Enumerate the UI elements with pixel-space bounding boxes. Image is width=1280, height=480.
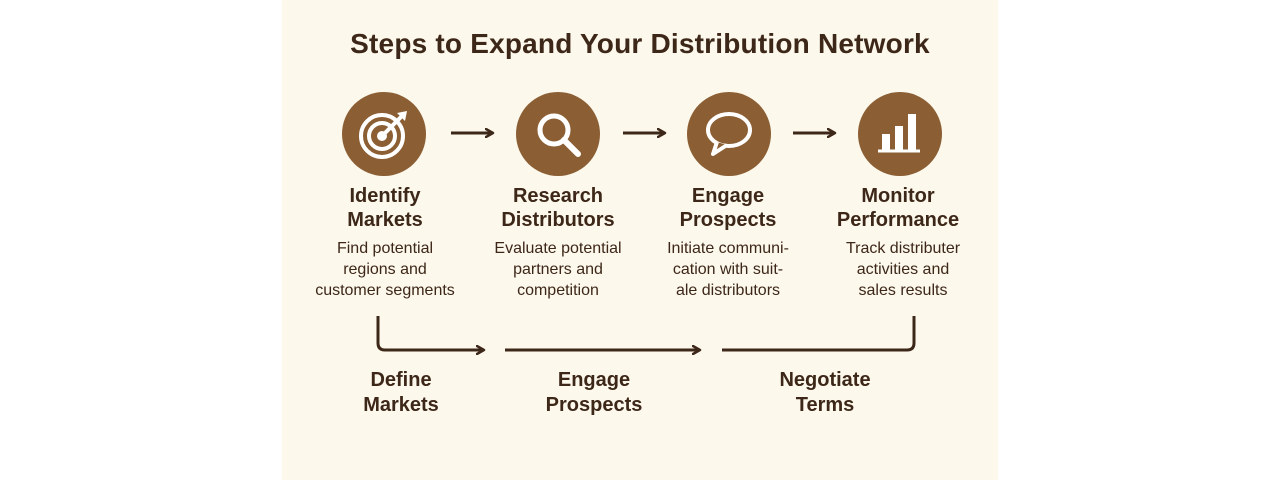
bottom-label-line: Prospects [545, 394, 643, 416]
bottom-label-line: Engage [557, 369, 631, 391]
connector-left-down-arrow [376, 316, 484, 350]
step-desc-line: activities and [856, 261, 950, 278]
step-title-line: Engage [691, 185, 765, 207]
step-title-identify-markets: Identify Markets [285, 184, 485, 232]
step-desc-line: sales results [858, 282, 948, 299]
step-desc-engage-prospects: Initiate communi- cation with suit- ale … [628, 238, 828, 301]
bottom-label-line: Markets [363, 394, 439, 416]
step-desc-line: customer segments [315, 282, 455, 299]
step-desc-line: Find potential [336, 240, 434, 257]
step-circle-monitor-performance [858, 92, 942, 176]
step-title-monitor-performance: Monitor Performance [798, 184, 998, 232]
target-icon [359, 111, 407, 159]
step-circle-engage-prospects [687, 92, 771, 176]
step-desc-identify-markets: Find potential regions and customer segm… [285, 238, 485, 301]
step-title-line: Prospects [679, 209, 777, 231]
step-title-line: Markets [347, 209, 423, 231]
step-desc-line: ale distributors [675, 282, 781, 299]
step-desc-line: partners and [513, 261, 603, 278]
step-desc-monitor-performance: Track distributer activities and sales r… [803, 238, 1003, 301]
bottom-label-line: Define [370, 369, 432, 391]
step-title-line: Identify [349, 185, 421, 207]
step-title-line: Research [512, 185, 604, 207]
step-title-research-distributors: Research Distributors [458, 184, 658, 232]
diagram-title: Steps to Expand Your Distribution Networ… [350, 28, 930, 59]
step-desc-line: Initiate communi- [667, 240, 789, 257]
diagram-background [282, 0, 998, 480]
bottom-label-engage-prospects: Engage Prospects [494, 368, 694, 418]
bottom-label-negotiate-terms: Negotiate Terms [725, 368, 925, 418]
step-title-engage-prospects: Engage Prospects [628, 184, 828, 232]
step-circle-identify-markets [342, 92, 426, 176]
bottom-label-define-markets: Define Markets [301, 368, 501, 418]
step-desc-line: competition [517, 282, 599, 299]
step-desc-line: Track distributer [845, 240, 961, 257]
chat-bubble-icon [706, 112, 752, 156]
step-title-line: Distributors [501, 209, 615, 231]
step-desc-line: cation with suit- [672, 261, 784, 278]
connector-right-line [722, 316, 916, 352]
step-circle-research-distributors [516, 92, 600, 176]
step-title-line: Monitor [861, 185, 935, 207]
step-desc-line: Evaluate potential [494, 240, 622, 257]
bottom-label-line: Negotiate [779, 369, 871, 391]
step-desc-research-distributors: Evaluate potential partners and competit… [458, 238, 658, 301]
step-desc-line: regions and [343, 261, 427, 278]
magnifier-icon [537, 113, 581, 157]
step-title-line: Performance [836, 209, 960, 231]
bottom-label-line: Terms [795, 394, 855, 416]
bar-chart-icon [878, 114, 920, 153]
